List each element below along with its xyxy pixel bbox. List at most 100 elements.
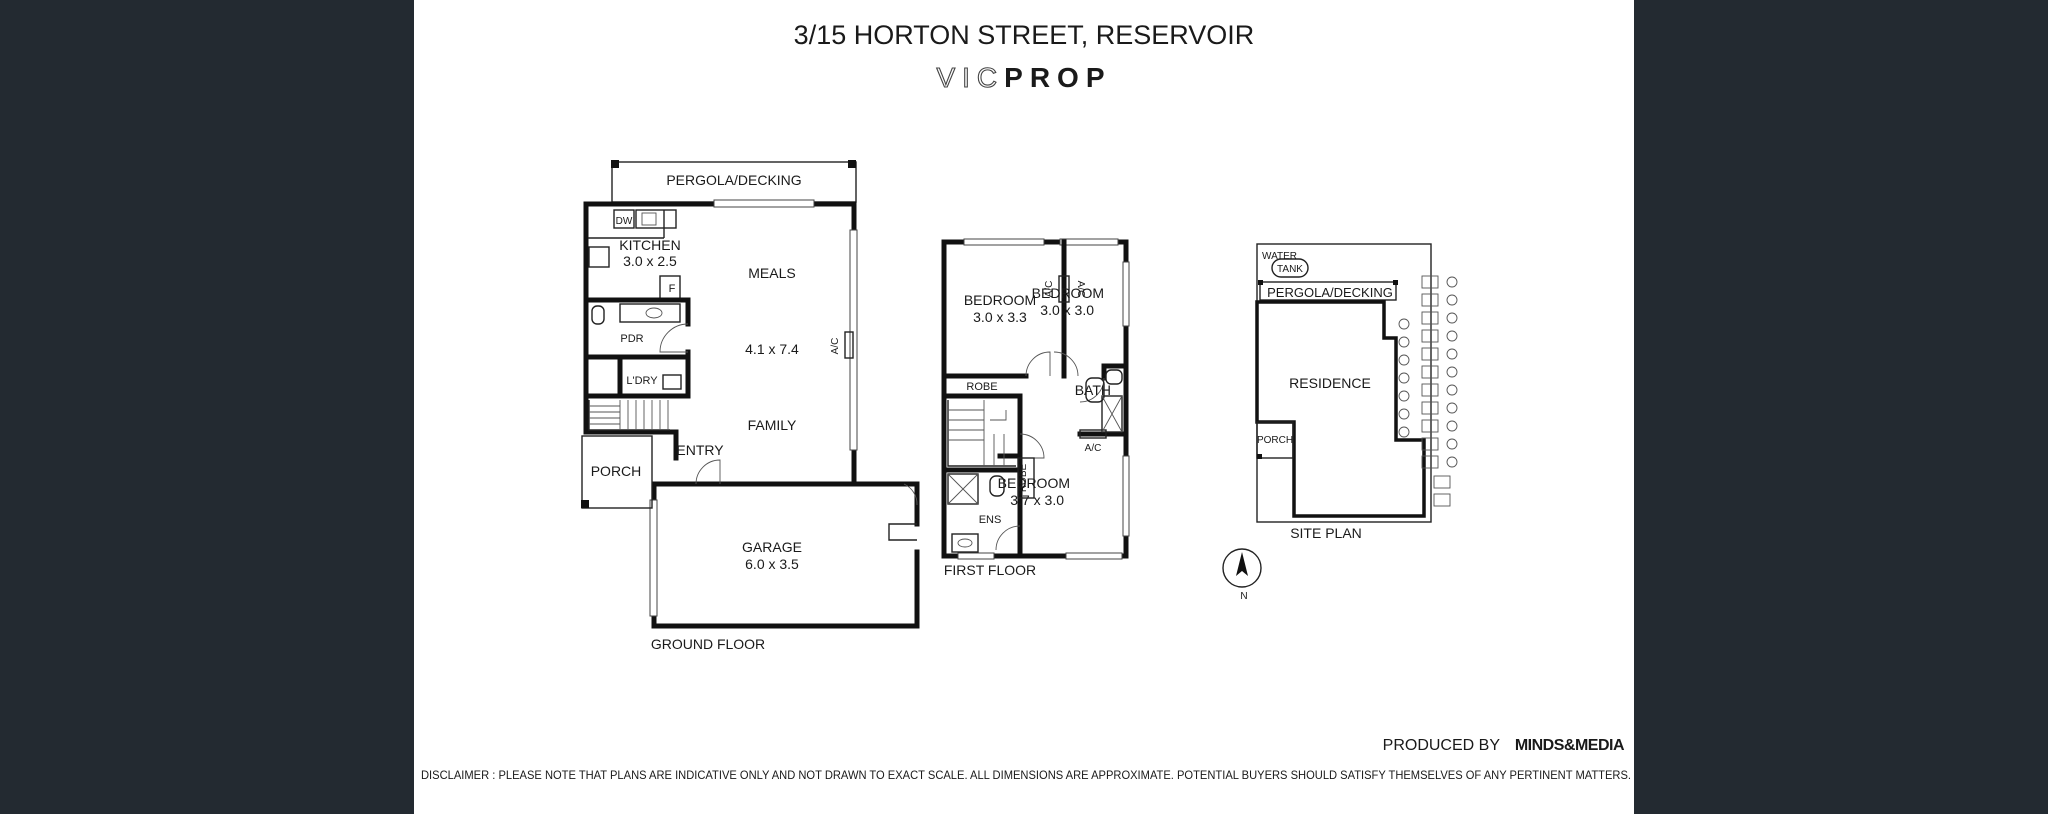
site-residence-outline: [1255, 300, 1426, 518]
ff-ens-label: ENS: [979, 514, 1002, 526]
gf-pergola-post-left: [611, 160, 619, 168]
ff-robe2-label: ROBE: [1018, 464, 1029, 493]
ff-window-bed2: [1059, 238, 1119, 246]
gf-laundry-label: L'DRY: [626, 375, 658, 387]
ff-floor-label: FIRST FLOOR: [944, 562, 1036, 578]
ff-bed2-dim: 3.0 x 3.0: [1040, 302, 1094, 318]
ff-ens-vanity: [951, 533, 979, 553]
gf-kitchen-label: KITCHEN: [619, 237, 680, 253]
ff-window-right: [1122, 261, 1130, 327]
gf-porch-post: [581, 500, 589, 508]
gf-sliding-door: [713, 199, 815, 208]
ff-bath-shower: [1101, 395, 1123, 433]
ff-ac-unit-bed1: [1058, 275, 1070, 303]
gf-garage-side-door-swing: [888, 523, 917, 541]
produced-by-label: PRODUCED BY: [1383, 737, 1501, 754]
site-water-tank: [1271, 258, 1309, 278]
ff-ens-shower: [947, 473, 979, 505]
site-pergola-post-right: [1393, 280, 1398, 285]
property-address-title: 3/15 HORTON STREET, RESERVOIR: [794, 20, 1255, 50]
site-pergola-post-left: [1258, 280, 1263, 285]
ff-bath-shower-cross: [1101, 395, 1123, 433]
ff-robe2-box: [1017, 457, 1035, 499]
ff-bath-tub: [1085, 377, 1105, 403]
site-water-label: WATER: [1262, 251, 1297, 262]
gf-pergola-post-right: [848, 160, 856, 168]
gf-kitchen-dim: 3.0 x 2.5: [623, 253, 677, 269]
site-paving-pattern: [1398, 275, 1458, 507]
gf-sink-bowl: [641, 212, 657, 226]
site-porch-box: [1256, 421, 1294, 459]
ff-ens-toilet: [989, 475, 1005, 497]
gf-meals-label: MEALS: [748, 265, 795, 281]
ff-ac-label-bed1: A/C: [1044, 281, 1055, 298]
disclaimer-text: DISCLAIMER : PLEASE NOTE THAT PLANS ARE …: [421, 769, 1631, 782]
ff-bed2-label: BEDROOM: [1032, 285, 1104, 301]
gf-porch-label: PORCH: [591, 463, 642, 479]
north-compass: N: [1222, 548, 1262, 602]
gf-pdr-vanity: [619, 303, 681, 323]
ff-bath-toilet: [1105, 369, 1123, 385]
ff-ac-label-hall: A/C: [1085, 443, 1102, 454]
ff-ens-basin: [957, 538, 973, 548]
gf-fridge-label: F: [669, 283, 676, 295]
compass-needle-icon: [1236, 552, 1248, 576]
gf-garage-door-arc: [903, 483, 918, 506]
ff-bed3-dim: 3.7 x 3.0: [1010, 492, 1064, 508]
first-floor-plan: A/C A/C A/C BEDROOM 3.0 x 3.3 BEDROOM 3.…: [941, 238, 1130, 578]
ff-window-bed3: [1122, 455, 1130, 537]
producer-logo: MINDS&MEDIA: [1515, 737, 1625, 754]
site-plan: WATER TANK PERGOLA/DECKING RESIDENCE POR…: [1255, 243, 1458, 541]
gf-floor-label: GROUND FLOOR: [651, 636, 765, 652]
floor-plan-sheet: 3/15 HORTON STREET, RESERVOIR VICPROP PE…: [414, 0, 1634, 814]
brand-logo-light: VIC: [936, 62, 1004, 93]
floor-plan-drawing: 3/15 HORTON STREET, RESERVOIR VICPROP PE…: [421, 20, 1631, 782]
gf-pdr-basin: [645, 307, 663, 319]
site-residence-label: RESIDENCE: [1289, 375, 1371, 391]
gf-dishwasher-label: DW: [616, 216, 633, 227]
brand-logo-bold: PROP: [1004, 62, 1111, 93]
gf-sink: [635, 209, 677, 229]
gf-laundry-tub: [662, 374, 682, 390]
ff-ac-label-bed2: A/C: [1075, 281, 1086, 298]
ff-bath-label: BATH: [1075, 382, 1111, 398]
gf-garage-label: GARAGE: [742, 539, 802, 555]
compass-north-label: N: [1240, 591, 1247, 602]
gf-outer-wall-garage-side: [851, 481, 920, 527]
gf-cooktop: [588, 246, 610, 268]
ff-door-bed2-arc: [1053, 351, 1079, 377]
gf-pergola-label: PERGOLA/DECKING: [666, 172, 801, 188]
gf-ac-unit: [844, 331, 854, 359]
site-tank-label: TANK: [1277, 264, 1303, 275]
gf-family-label: FAMILY: [748, 417, 797, 433]
site-pergola-label: PERGOLA/DECKING: [1267, 285, 1393, 300]
ff-door-bed3-arc: [1019, 433, 1045, 459]
gf-garage-window: [649, 499, 658, 617]
ff-bed1-label: BEDROOM: [964, 292, 1036, 308]
ff-window-bottom: [1065, 552, 1123, 560]
ff-ens-shower-cross: [947, 473, 979, 505]
gf-pdr-toilet: [591, 305, 605, 325]
ff-stairs: [947, 400, 1016, 467]
site-plan-label: SITE PLAN: [1290, 525, 1362, 541]
ff-door-ens-arc: [995, 525, 1021, 551]
site-porch-label: PORCH: [1257, 435, 1293, 446]
gf-ac-label: A/C: [830, 338, 841, 355]
gf-entry-label: ENTRY: [676, 442, 724, 458]
gf-dishwasher-box: [613, 209, 635, 229]
gf-pdr-label: PDR: [620, 333, 643, 345]
brand-logo: VICPROP: [936, 62, 1111, 93]
ff-window-ens: [957, 552, 995, 560]
ff-robe-label: ROBE: [966, 381, 997, 393]
ff-window-bed1: [963, 238, 1045, 246]
site-pergola: [1259, 281, 1397, 301]
gf-living-dim: 4.1 x 7.4: [745, 341, 799, 357]
gf-porch-outline: [581, 435, 653, 509]
gf-pdr-door-arc: [659, 323, 689, 353]
ff-door-bed1-arc: [1025, 351, 1051, 377]
site-porch-post: [1257, 454, 1262, 459]
gf-outer-wall-garage: [651, 481, 920, 629]
ff-ac-unit-hall: [1079, 429, 1107, 439]
gf-entry-door-arc: [695, 459, 721, 485]
ground-floor-plan: PERGOLA/DECKING DW KITCHEN 3.0 x 2.5 F: [581, 160, 920, 652]
